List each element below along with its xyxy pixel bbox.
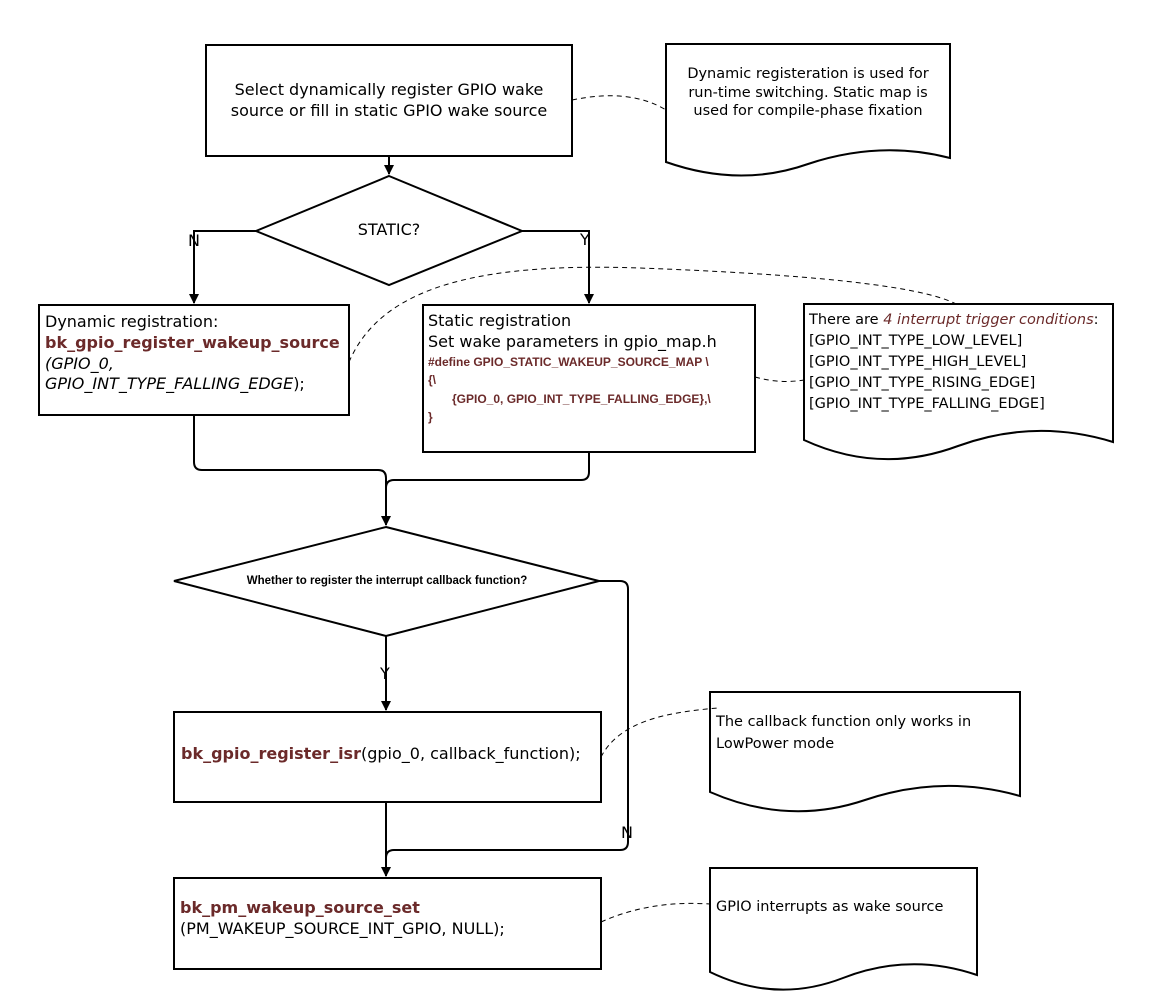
note-dynamic-vs-static-text: Dynamic registeration is used for run-ti…	[687, 65, 929, 120]
edge-label-static-yes: Y	[580, 230, 590, 249]
edge-callback-no	[385, 580, 629, 859]
dynamic-arg-2: GPIO_INT_TYPE_FALLING_EDGE	[45, 374, 294, 394]
pm-wakeup-step: bk_pm_wakeup_source_set (PM_WAKEUP_SOURC…	[180, 898, 596, 958]
dynamic-arg-1: (GPIO_0,	[45, 353, 114, 373]
dynamic-function-name: bk_gpio_register_wakeup_source	[45, 332, 340, 352]
static-code-line-3: {GPIO_0, GPIO_INT_TYPE_FALLING_EDGE},\	[452, 391, 711, 406]
annotation-link-dynamic	[348, 266, 957, 363]
dynamic-box-shape	[38, 304, 350, 416]
isr-function-args: (gpio_0, callback_function);	[360, 744, 581, 763]
dynamic-close: );	[293, 374, 305, 394]
note-callback-shape	[709, 691, 1021, 813]
edge-static-yes	[522, 230, 594, 304]
note-gpio-wake-source: GPIO interrupts as wake source	[716, 898, 972, 928]
note-trigger-conditions: There are 4 interrupt trigger conditions…	[809, 310, 1109, 430]
trigger-item: [GPIO_INT_TYPE_RISING_EDGE]	[809, 375, 1036, 392]
static-subtitle: Set wake parameters in gpio_map.h	[428, 331, 717, 351]
edge-static-no	[189, 230, 256, 304]
note-trigger-intro: There are	[809, 312, 884, 328]
select-wake-source-step: Select dynamically register GPIO wake so…	[212, 49, 566, 152]
pm-function-name: bk_pm_wakeup_source_set	[180, 898, 420, 917]
static-registration-step: Static registration Set wake parameters …	[428, 311, 752, 449]
dynamic-arg-line-1: (GPIO_0,	[45, 354, 345, 375]
callback-decision: Whether to register the interrupt callba…	[200, 568, 574, 594]
static-decision: STATIC?	[300, 212, 478, 248]
static-code-line-1: #define GPIO_STATIC_WAKEUP_SOURCE_MAP \	[428, 354, 709, 369]
static-box-shape	[422, 304, 756, 453]
annotation-link-static	[754, 376, 805, 382]
annotation-link-pm	[600, 902, 711, 923]
register-isr-step: bk_gpio_register_isr(gpio_0, callback_fu…	[181, 744, 597, 772]
annotation-link-top	[571, 95, 667, 111]
note-trigger-highlight: 4 interrupt trigger conditions	[883, 312, 1094, 328]
note-trigger-intro-line: There are 4 interrupt trigger conditions…	[809, 310, 1109, 331]
static-code-line-4: }	[428, 410, 433, 425]
dynamic-title: Dynamic registration:	[45, 312, 219, 331]
pm-function-args: (PM_WAKEUP_SOURCE_INT_GPIO, NULL);	[180, 918, 505, 938]
note-wake-shape	[709, 867, 978, 991]
trigger-item: [GPIO_INT_TYPE_HIGH_LEVEL]	[809, 354, 1027, 371]
note-top-shape	[665, 43, 951, 177]
trigger-item: [GPIO_INT_TYPE_FALLING_EDGE]	[809, 396, 1045, 413]
pm-box-shape	[173, 877, 602, 970]
annotation-link-isr	[600, 707, 719, 758]
dynamic-arg-line-2: GPIO_INT_TYPE_FALLING_EDGE);	[45, 374, 345, 395]
static-decision-text: STATIC?	[357, 219, 421, 239]
static-title: Static registration	[428, 311, 572, 330]
note-callback-lowpower-text: The callback function only works in LowP…	[716, 714, 972, 752]
edge-label-callback-yes: Y	[380, 664, 390, 683]
select-box-shape	[205, 44, 573, 157]
static-decision-shape	[253, 174, 525, 287]
isr-function-name: bk_gpio_register_isr	[181, 744, 361, 763]
isr-box-shape	[173, 711, 602, 803]
static-code-line-2: {\	[428, 373, 437, 388]
callback-decision-text: Whether to register the interrupt callba…	[246, 574, 528, 587]
dynamic-registration-step: Dynamic registration: bk_gpio_register_w…	[45, 312, 345, 412]
edge-dynamic-to-merge	[193, 415, 387, 479]
note-callback-lowpower: The callback function only works in LowP…	[716, 712, 1012, 772]
select-wake-source-text: Select dynamically register GPIO wake so…	[230, 79, 548, 120]
note-trigger-colon: :	[1093, 312, 1099, 328]
note-gpio-wake-source-text: GPIO interrupts as wake source	[716, 899, 944, 915]
note-trigger-shape	[803, 303, 1114, 461]
edge-label-callback-no: N	[621, 823, 633, 842]
edge-static-to-merge	[385, 452, 590, 489]
note-dynamic-vs-static: Dynamic registeration is used for run-ti…	[672, 44, 944, 142]
trigger-item: [GPIO_INT_TYPE_LOW_LEVEL]	[809, 333, 1023, 350]
edge-label-static-no: N	[188, 231, 200, 250]
